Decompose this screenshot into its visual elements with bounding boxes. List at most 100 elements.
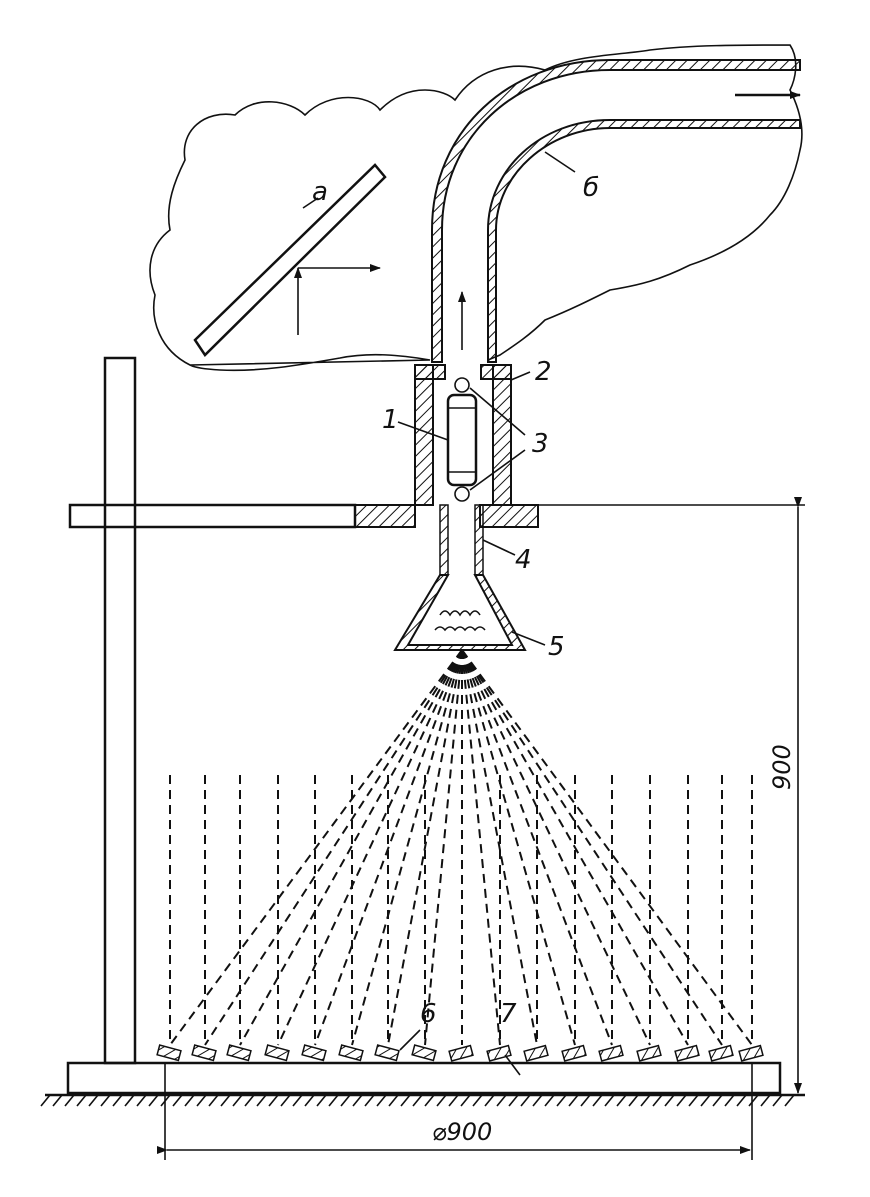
- ground-hatch: [532, 1094, 543, 1107]
- specimens-6: [156, 1044, 764, 1062]
- spray-ray: [461, 649, 753, 1046]
- spray-ray: [461, 649, 723, 1046]
- ground-hatch: [508, 1094, 519, 1107]
- ground-hatch: [256, 1094, 267, 1107]
- ground-hatch: [688, 1094, 699, 1107]
- ground-hatch: [400, 1094, 411, 1107]
- ground-hatch: [304, 1094, 315, 1107]
- ground-hatch: [124, 1094, 135, 1107]
- spray-ray: [461, 649, 613, 1046]
- ground-hatch: [484, 1094, 495, 1107]
- ground-hatch: [148, 1094, 159, 1107]
- specimen: [708, 1044, 734, 1062]
- ground-hatch: [616, 1094, 627, 1107]
- ground-hatch: [64, 1094, 75, 1107]
- specimen: [598, 1044, 624, 1062]
- spray-ray: [277, 649, 463, 1046]
- ground-hatch: [316, 1094, 327, 1107]
- specimen: [301, 1044, 327, 1062]
- ground-hatch: [424, 1094, 435, 1107]
- ground-hatch: [664, 1094, 675, 1107]
- spray-ray: [169, 649, 463, 1046]
- specimen: [636, 1044, 662, 1062]
- specimen: [486, 1044, 512, 1062]
- ground-hatch: [100, 1094, 111, 1107]
- spray-ray: [461, 649, 501, 1046]
- spray-ray: [461, 649, 576, 1046]
- ground-hatch: [232, 1094, 243, 1107]
- ground-hatch: [472, 1094, 483, 1107]
- spray-rays: [169, 649, 753, 1046]
- ground-hatch: [760, 1094, 771, 1107]
- ground-hatch: [604, 1094, 615, 1107]
- specimen: [338, 1044, 364, 1062]
- label-b: б: [583, 173, 599, 203]
- support-stand: [68, 356, 805, 1065]
- specimen: [523, 1044, 549, 1062]
- ground-hatch: [136, 1094, 147, 1107]
- specimen: [448, 1044, 474, 1062]
- ground-hatch: [520, 1094, 531, 1107]
- ground-hatch: [88, 1094, 99, 1107]
- label-2: 2: [535, 357, 552, 387]
- ground-hatch: [184, 1094, 195, 1107]
- specimen: [191, 1044, 217, 1062]
- spray-ray: [461, 649, 651, 1046]
- ground-hatch: [376, 1094, 387, 1107]
- ground-line: [40, 1093, 805, 1107]
- spray-ray: [461, 649, 538, 1046]
- ground-hatch: [544, 1094, 555, 1107]
- ground-hatch: [580, 1094, 591, 1107]
- label-5: 5: [548, 632, 565, 662]
- ground-hatch: [448, 1094, 459, 1107]
- vertical-rays: [169, 775, 753, 1045]
- spray-ray: [204, 649, 463, 1046]
- ground-hatch: [628, 1094, 639, 1107]
- ground-hatch: [784, 1094, 795, 1107]
- spray-ray: [239, 649, 463, 1046]
- ground-hatch: [496, 1094, 507, 1107]
- ground-hatch: [592, 1094, 603, 1107]
- diameter-dimension-label: ⌀900: [432, 1118, 492, 1146]
- housing-2: [414, 364, 531, 506]
- plate-a: [193, 163, 387, 357]
- ground-hatch: [172, 1094, 183, 1107]
- ground-hatch: [52, 1094, 63, 1107]
- height-dimension-label: 900: [768, 744, 796, 790]
- specimen: [411, 1044, 437, 1062]
- ground-hatch: [364, 1094, 375, 1107]
- ground-hatch: [388, 1094, 399, 1107]
- spray-ray: [387, 649, 463, 1046]
- ground-hatch: [640, 1094, 651, 1107]
- source-cartridge-1: [397, 377, 526, 502]
- ground-hatch: [652, 1094, 663, 1107]
- exhaust-pipe-b: [431, 59, 801, 363]
- specimen: [374, 1044, 400, 1062]
- ground-hatch: [676, 1094, 687, 1107]
- nozzle-5: [393, 574, 546, 651]
- specimen: [561, 1044, 587, 1062]
- ground-hatch: [460, 1094, 471, 1107]
- ground-hatch: [292, 1094, 303, 1107]
- ground-hatch: [208, 1094, 219, 1107]
- label-4: 4: [515, 545, 532, 575]
- ground-hatch: [724, 1094, 735, 1107]
- spray-ray: [314, 649, 463, 1046]
- ground-hatch: [340, 1094, 351, 1107]
- label-a: а: [312, 177, 328, 207]
- ground-hatch: [268, 1094, 279, 1107]
- ground-hatch: [556, 1094, 567, 1107]
- ground-hatch: [736, 1094, 747, 1107]
- label-7: 7: [500, 999, 517, 1029]
- specimen: [226, 1044, 252, 1062]
- specimen: [738, 1044, 764, 1062]
- spray-ray: [461, 649, 689, 1046]
- ground-hatch: [196, 1094, 207, 1107]
- spray-ray: [351, 649, 463, 1046]
- exhaust-cloud: [149, 44, 803, 372]
- ground-hatch: [280, 1094, 291, 1107]
- ground-hatch: [700, 1094, 711, 1107]
- label-1: 1: [382, 405, 399, 435]
